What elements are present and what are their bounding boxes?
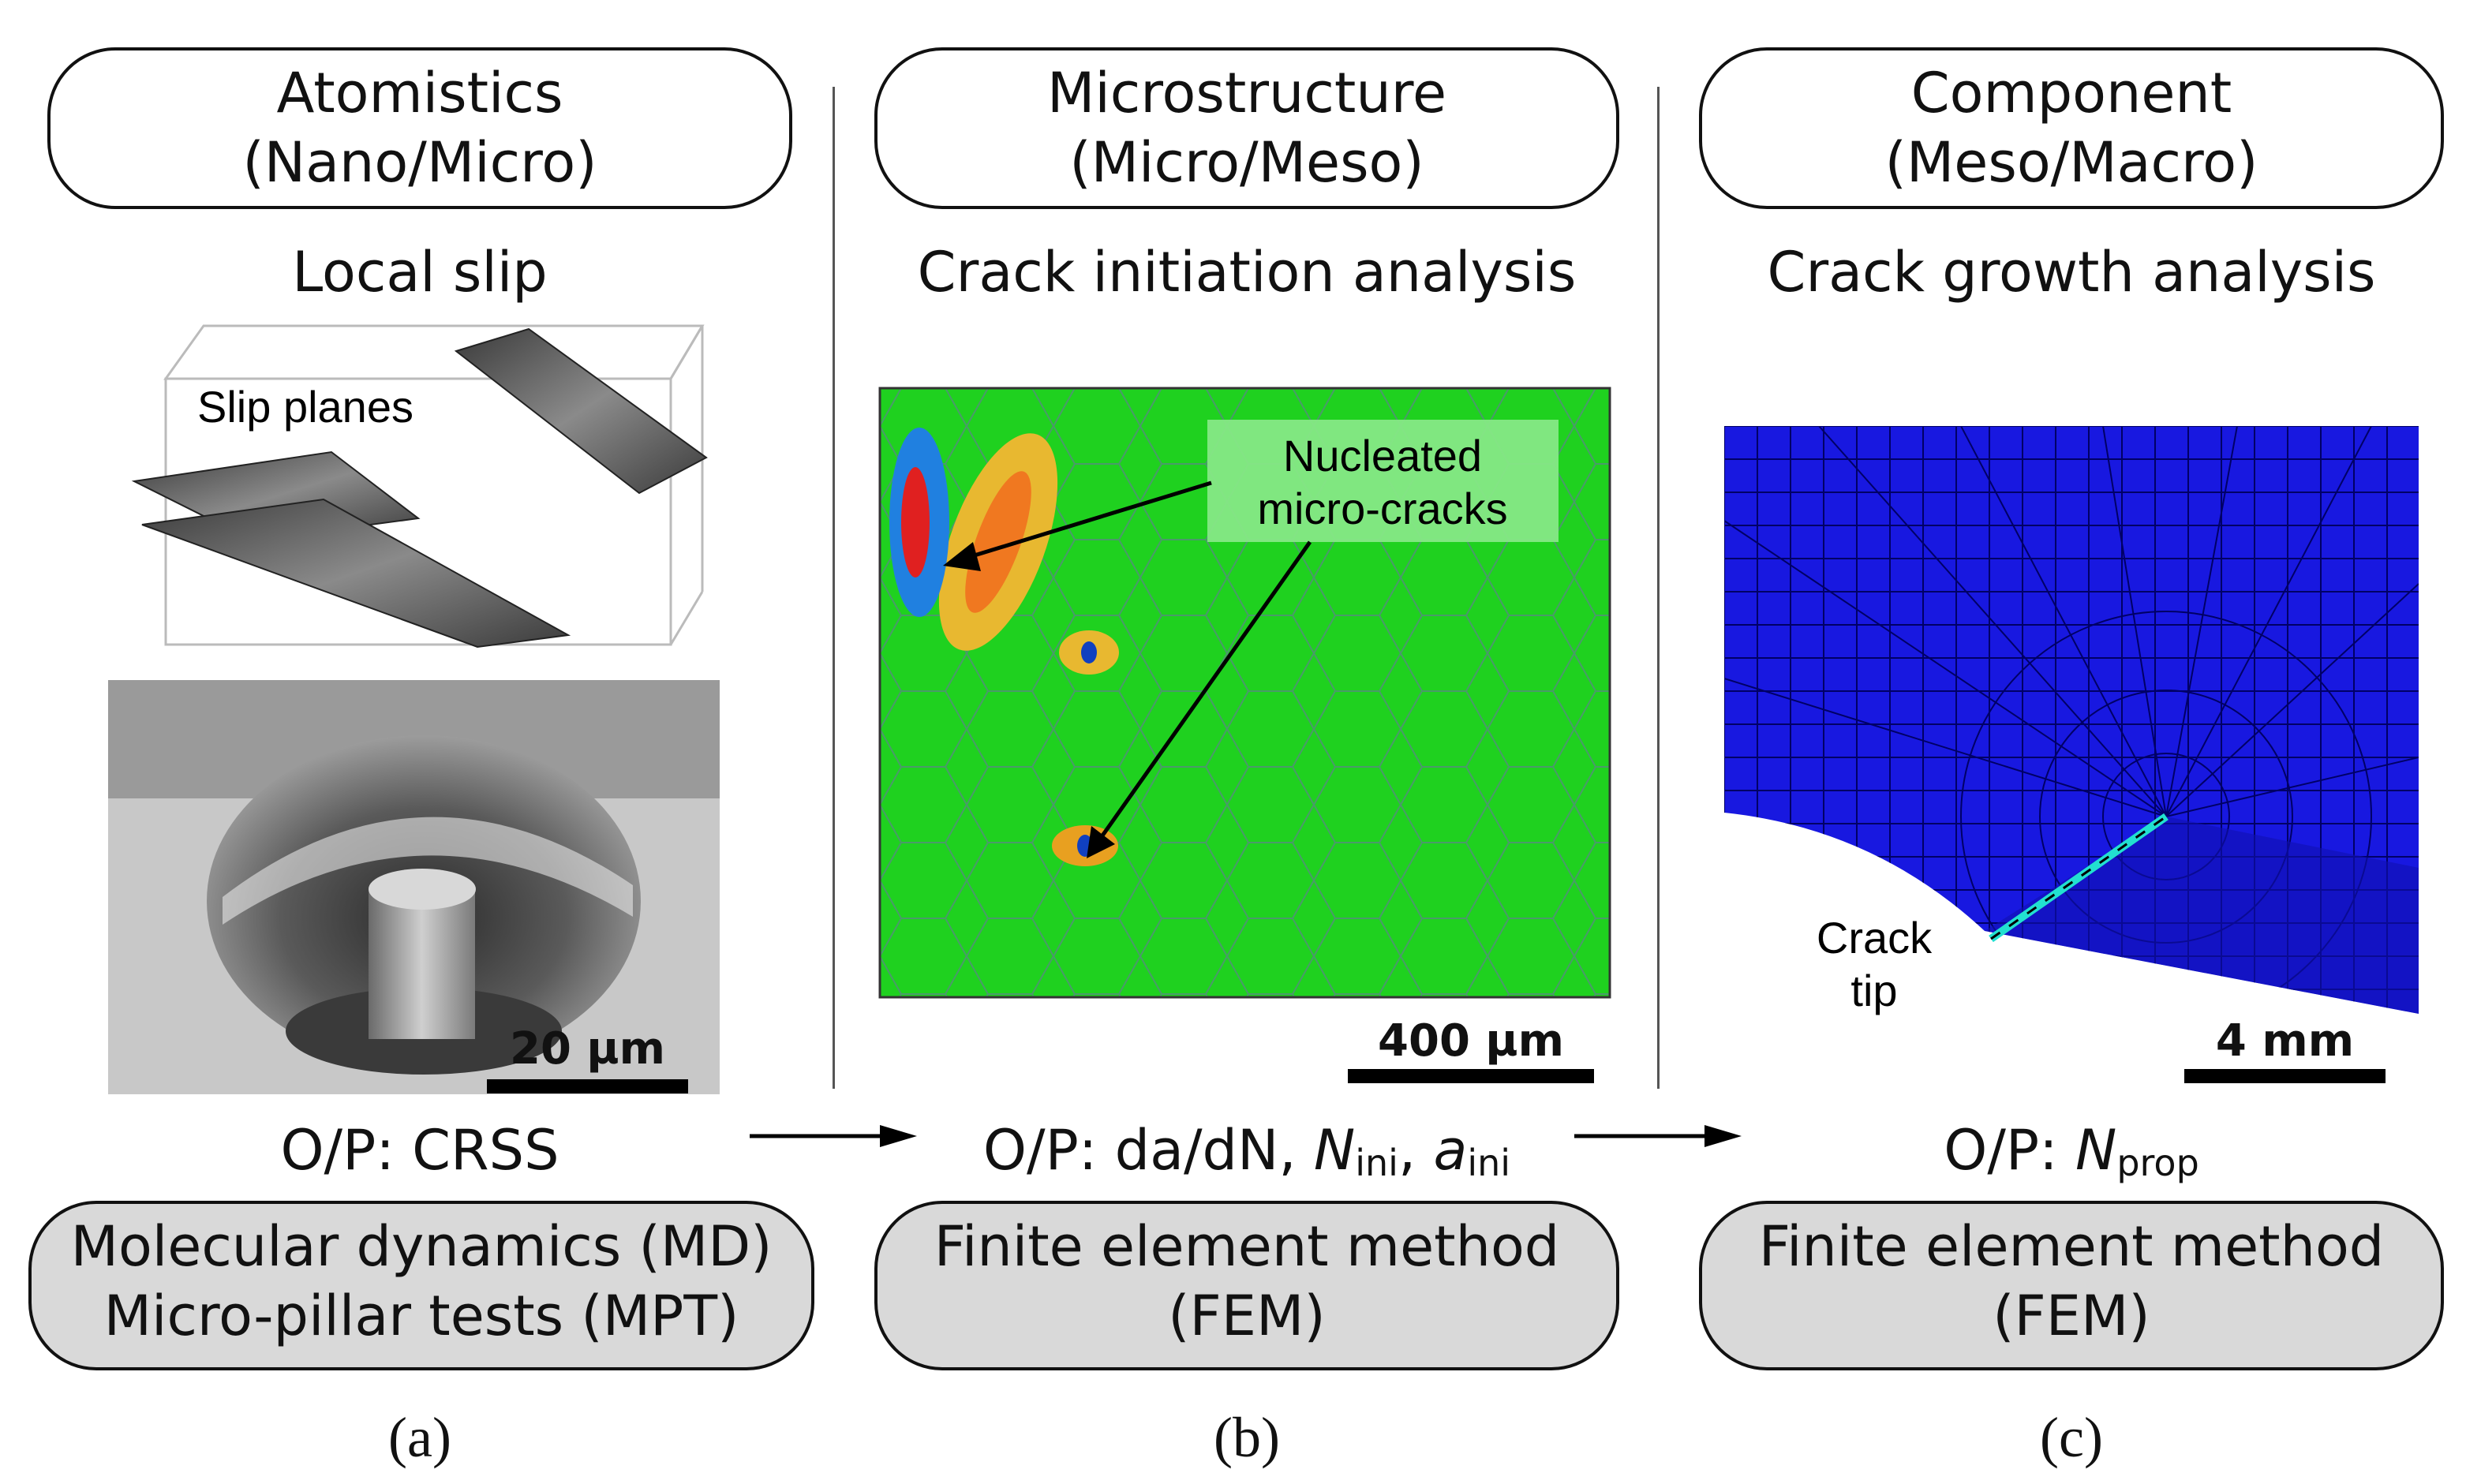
method-box-c: Finite element method (FEM) xyxy=(1699,1201,2444,1370)
scale-header-range: (Nano/Micro) xyxy=(242,130,597,195)
output-prefix-c: O/P: xyxy=(1944,1118,2075,1183)
slip-planes-render: Slip planes xyxy=(131,324,708,649)
scale-header-component: Component (Meso/Macro) xyxy=(1699,47,2444,209)
crack-tip-line-2: tip xyxy=(1850,966,1897,1015)
microstructure-fe-field: Nucleated micro-cracks xyxy=(878,387,1611,999)
output-prefix-a: O/P: xyxy=(280,1118,413,1183)
method-line-2: Micro-pillar tests (MPT) xyxy=(103,1284,739,1348)
output-n-sub-c: prop xyxy=(2116,1142,2199,1184)
method-box-b: Finite element method (FEM) xyxy=(874,1201,1619,1370)
column-divider-2 xyxy=(1657,87,1660,1089)
scale-label-a: 20 µm xyxy=(510,1023,665,1075)
scale-label-b: 400 µm xyxy=(1378,1015,1564,1067)
output-c: O/P: Nprop xyxy=(1699,1119,2444,1194)
crack-tip-line-1: Crack xyxy=(1817,913,1933,963)
scale-header-range: (Meso/Macro) xyxy=(1884,130,2258,195)
scale-header-title: Component xyxy=(1910,61,2232,125)
scale-header-microstructure: Microstructure (Micro/Meso) xyxy=(874,47,1619,209)
method-line-1: Finite element method xyxy=(1758,1214,2385,1279)
figure-label-a: (a) xyxy=(388,1406,451,1469)
flow-arrow-2 xyxy=(1574,1125,1742,1147)
scale-bar-b xyxy=(1348,1069,1594,1083)
method-line-1: Finite element method xyxy=(934,1214,1560,1279)
output-b: O/P: da/dN, Nini, aini xyxy=(874,1119,1619,1194)
scale-header-title: Microstructure xyxy=(1046,61,1447,125)
scale-header-atomistics: Atomistics (Nano/Micro) xyxy=(47,47,792,209)
output-n-b: N xyxy=(1313,1118,1356,1183)
analysis-subtitle-a: Local slip xyxy=(292,240,548,305)
component-fe-mesh: Crack tip xyxy=(1724,426,2419,1015)
flow-arrow-1 xyxy=(750,1125,917,1147)
output-sep-b: , xyxy=(1398,1118,1434,1183)
output-rate-b: da/dN, xyxy=(1114,1118,1314,1183)
output-n-c: N xyxy=(2075,1118,2117,1183)
scale-header-title: Atomistics xyxy=(276,61,563,125)
output-a-sub-b: ini xyxy=(1467,1142,1511,1184)
figure-label-c: (c) xyxy=(2040,1406,2103,1469)
output-a: O/P: CRSS xyxy=(47,1119,792,1182)
analysis-subtitle-b: Crack initiation analysis xyxy=(917,240,1577,305)
figure-label-b: (b) xyxy=(1214,1406,1280,1469)
micropillar-sem-image xyxy=(108,680,720,1094)
scale-header-range: (Micro/Meso) xyxy=(1069,130,1424,195)
output-n-sub-b: ini xyxy=(1355,1142,1398,1184)
callout-line-1: Nucleated xyxy=(1283,431,1482,480)
method-line-2: (FEM) xyxy=(1993,1284,2150,1348)
output-value-a: CRSS xyxy=(412,1118,559,1183)
callout-line-2: micro-cracks xyxy=(1257,484,1507,533)
scale-bar-a xyxy=(487,1079,688,1093)
method-box-a: Molecular dynamics (MD) Micro-pillar tes… xyxy=(28,1201,814,1370)
output-a-b: a xyxy=(1433,1118,1468,1183)
method-line-2: (FEM) xyxy=(1168,1284,1326,1348)
column-divider-1 xyxy=(833,87,835,1089)
scale-bar-c xyxy=(2184,1069,2386,1083)
slip-planes-label: Slip planes xyxy=(197,382,413,432)
analysis-subtitle-c: Crack growth analysis xyxy=(1767,240,2376,305)
method-line-1: Molecular dynamics (MD) xyxy=(70,1214,773,1279)
scale-label-c: 4 mm xyxy=(2215,1015,2355,1067)
output-prefix-b: O/P: xyxy=(982,1118,1115,1183)
